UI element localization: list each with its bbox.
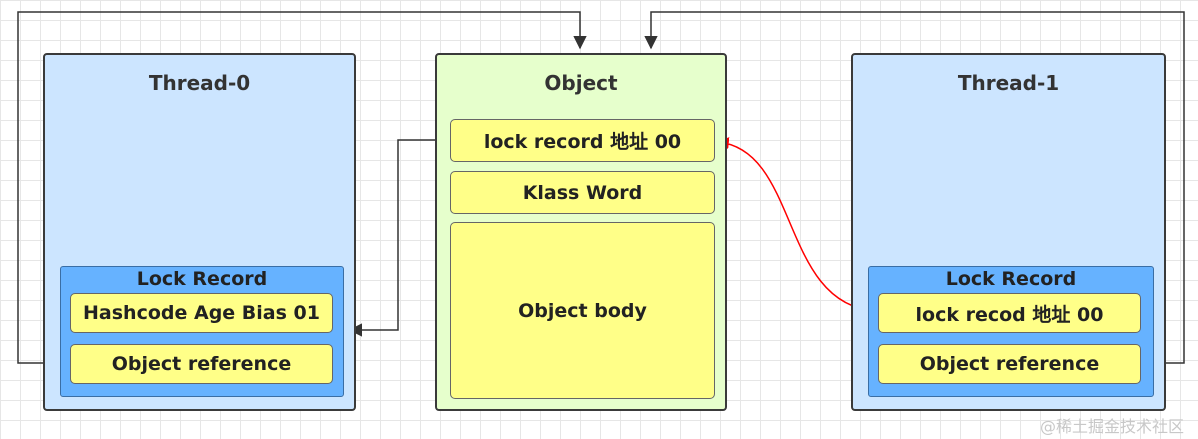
- thread0-lock-record-title: Lock Record: [136, 268, 268, 290]
- thread1-panel: Thread-1 Lock Record lock recod 地址 00 Ob…: [851, 53, 1166, 411]
- object-mark-word-field: lock record 地址 00: [450, 119, 715, 162]
- thread1-lock-record-field: lock recod 地址 00: [878, 293, 1141, 333]
- thread1-lock-record-title: Lock Record: [945, 268, 1077, 290]
- watermark-text: @稀土掘金技术社区: [1039, 417, 1184, 436]
- thread0-title: Thread-0: [148, 71, 251, 95]
- object-to-thread0-lockrecord-arrow: [348, 139, 450, 337]
- thread1-object-reference-arrow: [644, 11, 1185, 364]
- thread1-lock-record: Lock Record lock recod 地址 00 Object refe…: [868, 266, 1154, 397]
- thread0-panel: Thread-0 Lock Record Hashcode Age Bias 0…: [43, 53, 356, 411]
- thread1-title: Thread-1: [957, 71, 1060, 95]
- thread0-mark-word-field: Hashcode Age Bias 01: [70, 293, 333, 333]
- thread0-object-reference-arrow: [17, 11, 587, 364]
- object-klass-word-field: Klass Word: [450, 171, 715, 214]
- thread1-object-reference-field: Object reference: [878, 344, 1141, 384]
- thread0-lock-record: Lock Record Hashcode Age Bias 01 Object …: [60, 266, 344, 397]
- cas-contention-arrow: [716, 137, 878, 317]
- object-panel: Object lock record 地址 00 Klass Word Obje…: [435, 53, 727, 411]
- object-title: Object: [544, 71, 618, 95]
- object-body-field: Object body: [450, 222, 715, 399]
- thread0-object-reference-field: Object reference: [70, 344, 333, 384]
